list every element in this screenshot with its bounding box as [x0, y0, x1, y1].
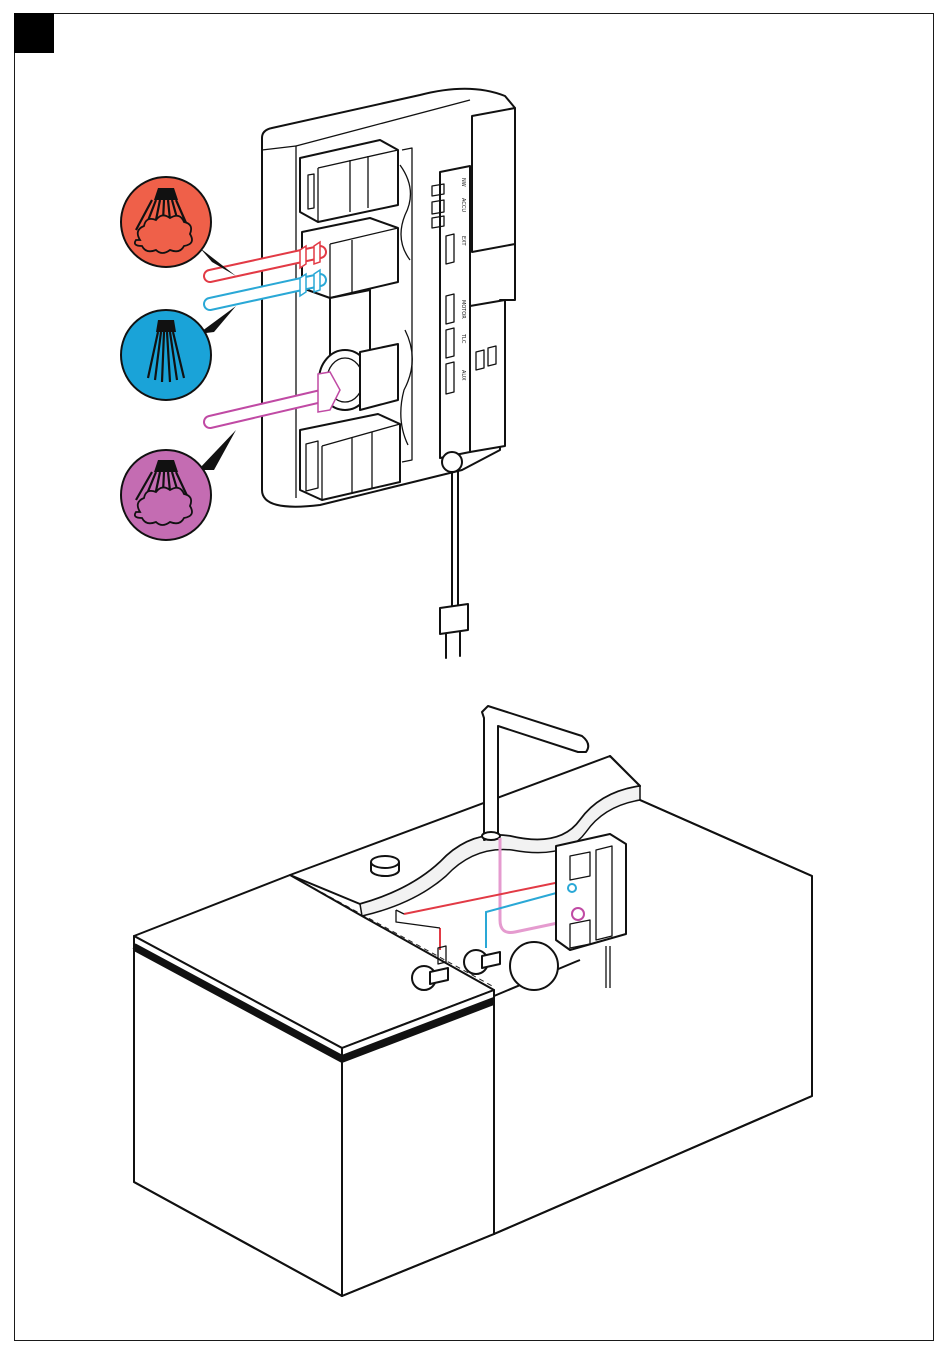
port-label-tlc: TLC — [460, 333, 466, 344]
port-label-ext: EXT — [460, 236, 466, 246]
cold-water-callout — [121, 306, 236, 400]
kitchen-cabinet — [134, 706, 812, 1296]
mixed-water-callout — [121, 430, 236, 540]
port-label-aux: AUX — [460, 370, 466, 381]
control-unit: NW ACCU EXT MOTOR TLC AUX — [262, 89, 515, 658]
port-label-accu: ACCU — [460, 198, 466, 212]
port-label-motor: MOTOR — [460, 300, 466, 319]
port-label-nw: NW — [460, 178, 466, 187]
hot-water-callout — [121, 177, 236, 276]
